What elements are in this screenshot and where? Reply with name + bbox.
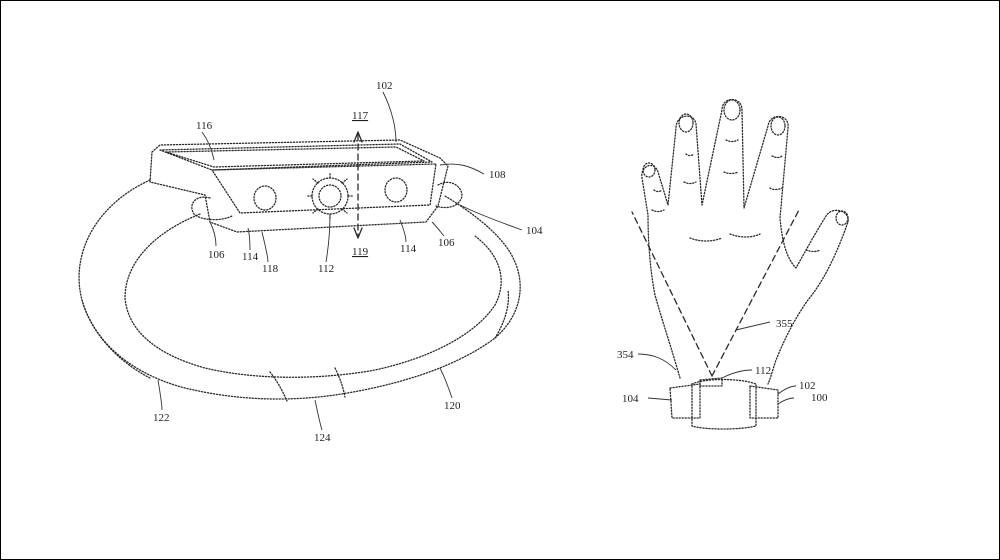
- band-inner: [124, 213, 502, 378]
- knuckle-creases: [651, 139, 821, 253]
- watch-housing: [149, 139, 449, 233]
- sensor-field-right: [711, 207, 801, 377]
- label-112-r: 112: [755, 365, 771, 377]
- label-122: 122: [153, 412, 170, 424]
- label-106-right: 106: [438, 237, 455, 249]
- label-120: 120: [444, 400, 461, 412]
- worn-watch: [669, 377, 779, 430]
- label-124: 124: [314, 432, 331, 444]
- sensor-field-left: [631, 211, 713, 377]
- label-118: 118: [262, 263, 279, 275]
- label-116: 116: [196, 120, 213, 132]
- band-clasp: [269, 371, 288, 402]
- watch-display: [159, 143, 433, 171]
- button-right: [384, 177, 408, 203]
- label-104-r: 104: [622, 393, 639, 405]
- label-114-left: 114: [242, 251, 259, 263]
- label-119: 119: [352, 246, 369, 258]
- hand-outline: [641, 98, 849, 385]
- crown: [305, 171, 355, 221]
- band-outer: [78, 179, 521, 400]
- button-left: [253, 185, 277, 211]
- label-114-right: 114: [400, 243, 417, 255]
- label-106-left: 106: [208, 249, 225, 261]
- lug-right: [435, 181, 463, 209]
- label-108: 108: [489, 169, 506, 181]
- watch-figure: 102 117 116 108 104 106 106 114 114 118 …: [78, 80, 543, 444]
- label-102: 102: [376, 80, 393, 92]
- label-354: 354: [617, 349, 634, 361]
- label-112: 112: [318, 263, 334, 275]
- label-104: 104: [526, 225, 543, 237]
- label-117: 117: [352, 110, 369, 122]
- hand-figure: 354 355 112 102 100 104: [617, 98, 849, 430]
- label-102-r: 102: [799, 380, 816, 392]
- label-100-r: 100: [811, 392, 828, 404]
- lug-left: [191, 196, 233, 221]
- label-355: 355: [776, 318, 793, 330]
